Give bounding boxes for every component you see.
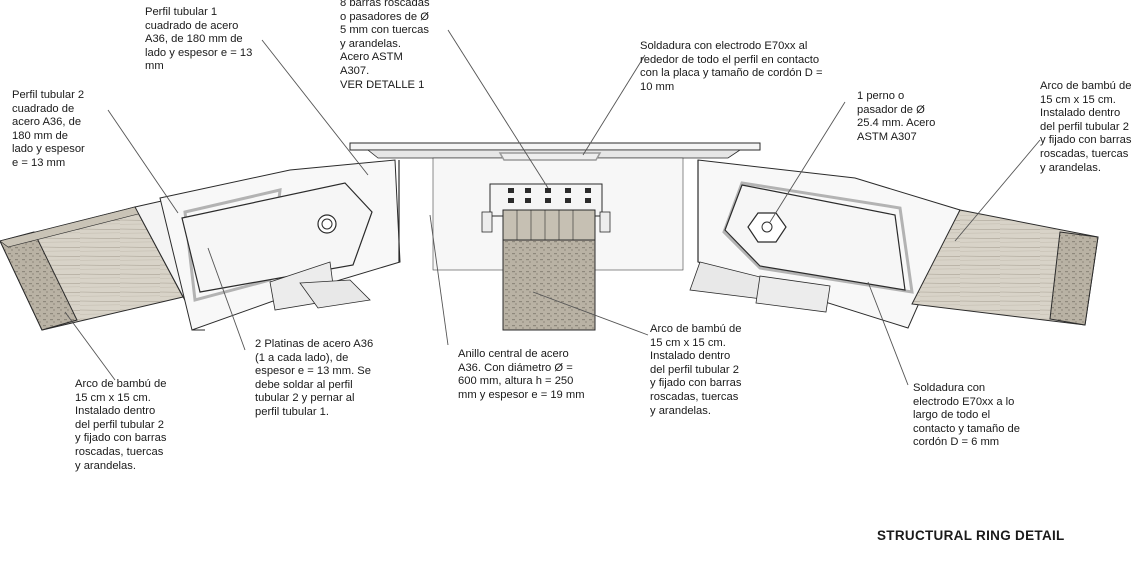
annotation-line: Soldadura con electrodo E70xx al [640, 40, 808, 52]
annotation-line: con la placa y tamaño de cordón D = [640, 67, 823, 80]
leader-platinas [207, 247, 246, 351]
leader-barras-roscadas [447, 29, 549, 189]
annotation-line: (1 a cada lado), de [255, 351, 349, 364]
annotation-line: Anillo central de acero [458, 348, 569, 360]
annotation-line: 180 mm de [12, 129, 68, 142]
annotation-line: A307. [340, 64, 370, 77]
annotation-line: o pasadores de Ø [340, 10, 429, 23]
annotation-line: y arandelas. [650, 404, 711, 417]
annotation-line: Perfil tubular 2 [12, 89, 85, 101]
annotation-line: del perfil tubular 2 [650, 363, 739, 376]
annotation-line: Arco de bambú de [75, 378, 167, 390]
annotation-line: lado y espesor [12, 143, 85, 156]
annotation-line: Acero ASTM [340, 51, 403, 64]
annotation-line: y arandelas. [1040, 161, 1101, 174]
annotation-line: del perfil tubular 2 [1040, 120, 1129, 133]
annotation-line: 15 cm x 15 cm. [75, 391, 151, 404]
leader-perfil-tubular-1 [261, 39, 369, 176]
leader-bambu-derecha [954, 139, 1041, 242]
annotation-line: 2 Platinas de acero A36 [255, 338, 374, 350]
annotation-line: ASTM A307 [857, 130, 917, 143]
annotation-line: pasador de Ø [857, 103, 925, 116]
annotation-line: A36, de 180 mm de [145, 33, 243, 46]
annotation-line: Instalado dentro [1040, 107, 1121, 120]
leader-lines [64, 29, 1041, 386]
annotation-line: y arandelas. [75, 459, 136, 472]
annotation-line: rededor de todo el perfil en contacto [640, 53, 820, 66]
annotation-line: 1 perno o [857, 90, 905, 102]
annotation-line: y fijado con barras [75, 432, 167, 445]
annotation-line: perfil tubular 1. [255, 405, 330, 418]
leader-bambu-centro [532, 291, 649, 336]
annotation-line: roscadas, tuercas [1040, 147, 1129, 160]
annotation-line: y arandelas. [340, 37, 401, 50]
leader-perfil-tubular-2 [107, 109, 179, 214]
leader-soldadura-placa [582, 54, 646, 156]
bamboo-arch-left [0, 206, 184, 331]
annotation-line: Perfil tubular 1 [145, 6, 218, 18]
annotation-line: Instalado dentro [650, 350, 731, 363]
annotation-line: A36. Con diámetro Ø = [458, 361, 573, 374]
annotation-line: contacto y tamaño de [913, 422, 1020, 435]
annotation-line: electrodo E70xx a lo [913, 395, 1015, 408]
annotation-line: cuadrado de [12, 102, 75, 115]
annotation-line: del perfil tubular 2 [75, 418, 164, 431]
annotation-line: acero A36, de [12, 116, 82, 129]
annotation-line: Arco de bambú de [650, 323, 742, 335]
annotation-line: y fijado con barras [650, 377, 742, 390]
central-bracket [481, 183, 611, 331]
annotation-line: roscadas, tuercas [75, 445, 164, 458]
annotation-line: Instalado dentro [75, 405, 156, 418]
top-plate [349, 142, 761, 159]
leader-anillo-central [429, 214, 449, 346]
annotation-line: espesor e = 13 mm. Se [255, 365, 371, 378]
annotation-line: Soldadura con [913, 382, 986, 394]
annotation-line: y fijado con barras [1040, 134, 1132, 147]
annotation-line: lado y espesor e = 13 [145, 46, 253, 59]
annotation-line: largo de todo el [913, 409, 991, 422]
annotation-line: tubular 2 y pernar al [255, 392, 355, 405]
annotation-line: 10 mm [640, 80, 675, 93]
annotation-line: roscadas, tuercas [650, 390, 739, 403]
annotation-line: mm y espesor e = 19 mm [458, 388, 585, 401]
annotation-line: 5 mm con tuercas [340, 24, 429, 37]
annotation-line: VER DETALLE 1 [340, 78, 425, 91]
annotation-line: 600 mm, altura h = 250 [458, 375, 574, 388]
annotation-line: debe soldar al perfil [255, 378, 353, 391]
annotation-line: mm [145, 60, 164, 73]
label-platinas: 2 Platinas de acero A36(1 a cada lado), … [255, 338, 373, 420]
annotation-line: Arco de bambú de [1040, 80, 1132, 92]
leader-perno [769, 101, 846, 223]
steel-tube-right [689, 159, 961, 329]
leader-soldadura-contacto [867, 281, 909, 386]
annotation-line: cuadrado de acero [145, 19, 239, 32]
annotation-line: cordón D = 6 mm [913, 436, 1000, 449]
threaded-bar-nuts [508, 188, 591, 203]
steel-tube-left [134, 159, 401, 331]
leader-bambu-izquierda [64, 311, 116, 381]
drawing-title: STRUCTURAL RING DETAIL [877, 528, 1065, 543]
bamboo-arch-right [911, 209, 1099, 326]
annotation-line: 25.4 mm. Acero [857, 117, 936, 130]
annotation-line: 15 cm x 15 cm. [650, 336, 726, 349]
annotation-line: e = 13 mm [12, 156, 66, 169]
annotation-line: 8 barras roscadas [340, 0, 430, 9]
annotation-line: 15 cm x 15 cm. [1040, 93, 1116, 106]
